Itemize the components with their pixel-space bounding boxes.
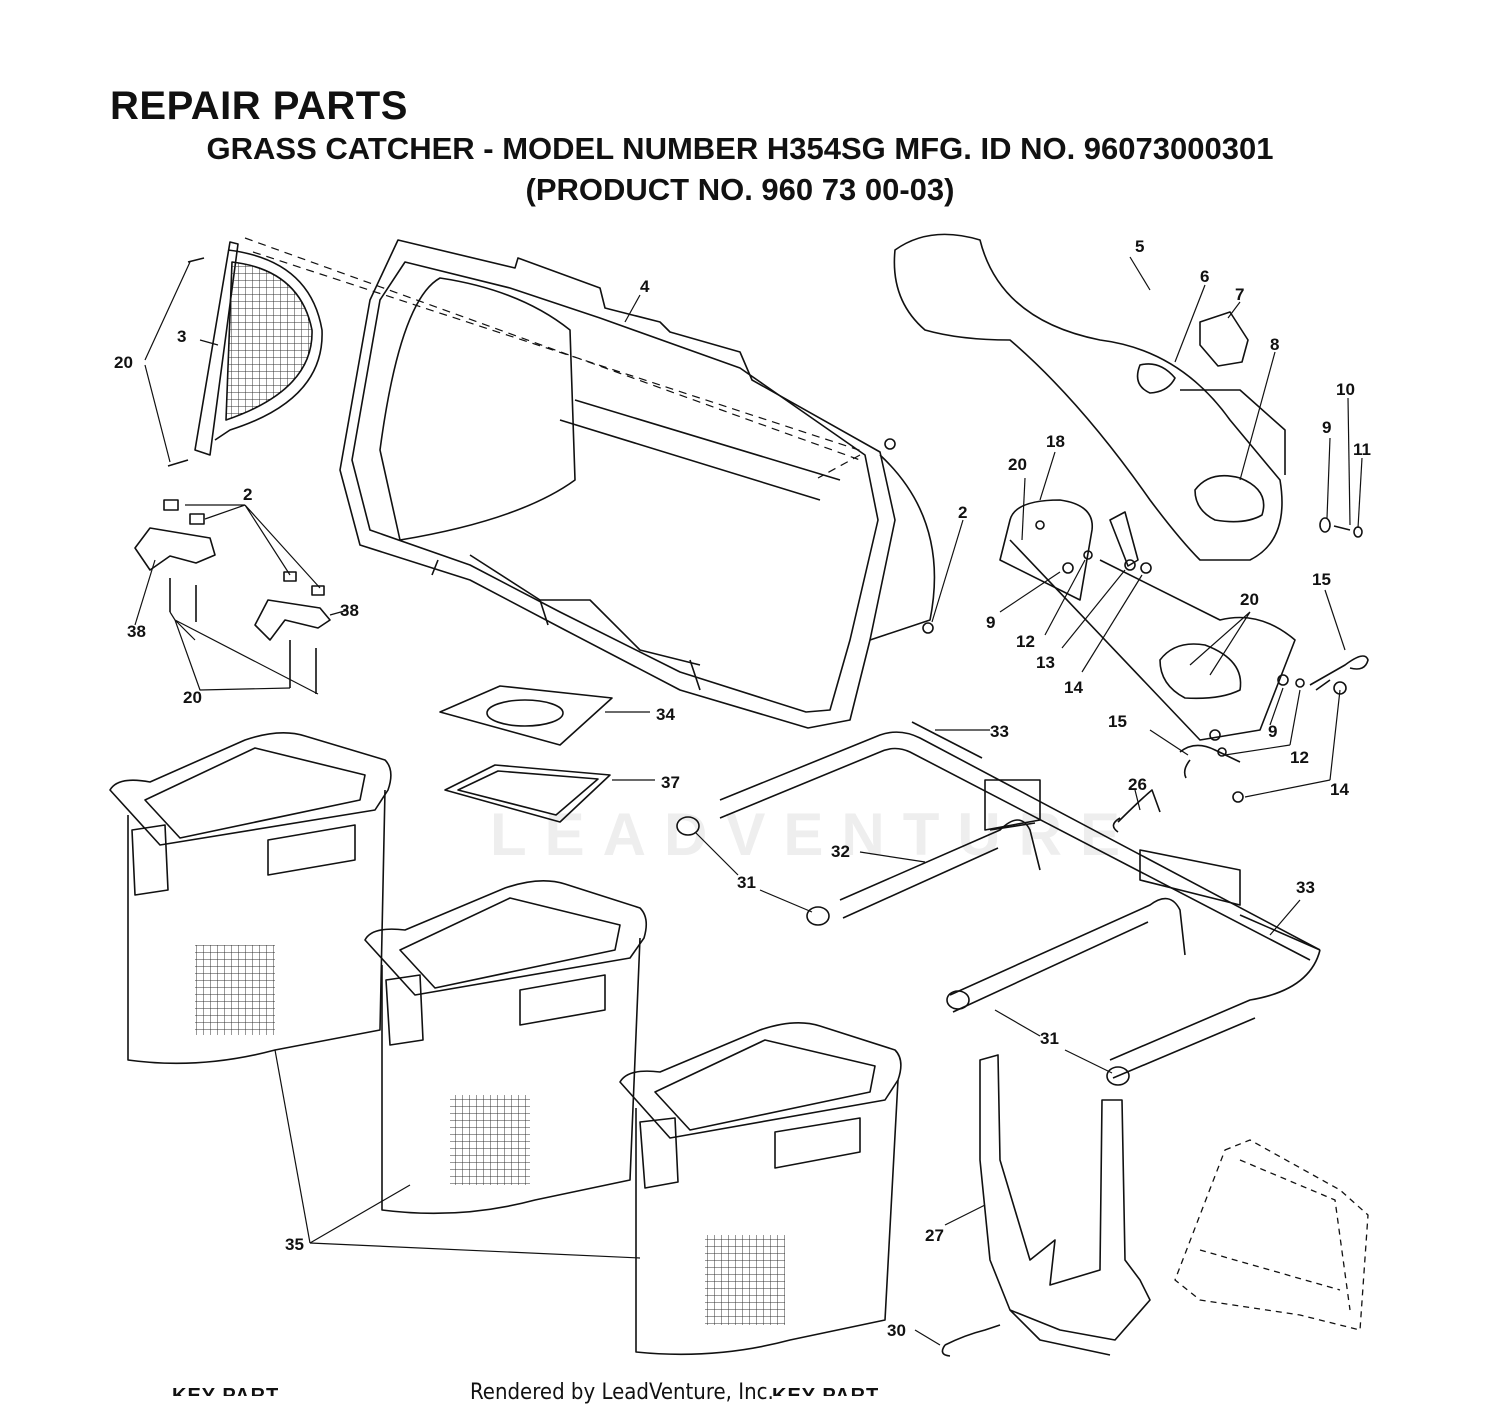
callout-31: 31 [1040,1029,1059,1048]
callout-12: 12 [1016,632,1035,651]
callout-9: 9 [1268,722,1277,741]
callout-14: 14 [1064,678,1083,697]
gasket-part-8 [1194,474,1265,523]
latch-part-7 [1199,311,1249,367]
callout-4: 4 [640,277,650,296]
callout-14: 14 [1330,780,1349,799]
callout-20: 20 [1240,590,1259,609]
page-title: REPAIR PARTS [110,84,408,128]
callout-12: 12 [1290,748,1309,767]
callout-13: 13 [1036,653,1055,672]
bracket-part-27 [979,1054,1151,1356]
callout-8: 8 [1270,335,1279,354]
callout-2: 2 [958,503,967,522]
callout-20: 20 [114,353,133,372]
page-subtitle-product: (PRODUCT NO. 960 73 00-03) [525,172,955,207]
mount-plates-part-38 [134,499,331,694]
hood-part-4 [339,239,936,729]
callout-38: 38 [127,622,146,641]
callout-15: 15 [1108,712,1127,731]
callout-labels: 20 3 4 5 6 7 8 10 9 11 18 20 2 2 9 12 13… [114,237,1371,1340]
footer-rendered-by: Rendered by LeadVenture, Inc. [470,1380,774,1405]
frame-part-32-33 [719,721,1321,1079]
callout-33: 33 [990,722,1009,741]
chute-tube-part-5 [893,233,1286,561]
callout-5: 5 [1135,237,1144,256]
bag-part-35-middle [364,880,648,1215]
callout-3: 3 [177,327,186,346]
bag-part-35-right [619,1022,902,1356]
callout-20: 20 [183,688,202,707]
page-subtitle-model: GRASS CATCHER - MODEL NUMBER H354SG MFG.… [206,131,1274,166]
watermark-text: LEADVENTURE [490,801,1139,868]
callout-6: 6 [1200,267,1209,286]
callout-30: 30 [887,1321,906,1340]
callout-11: 11 [1353,440,1371,459]
callout-9: 9 [986,613,995,632]
callout-34: 34 [656,705,675,724]
callout-20: 20 [1008,455,1027,474]
callout-9: 9 [1322,418,1331,437]
callout-32: 32 [831,842,850,861]
reference-hood-outline [1174,1139,1369,1331]
adapter-part-18 [999,499,1296,741]
gasket-frame-part-37 [444,764,611,823]
callout-27: 27 [925,1226,944,1245]
side-screen-part-3 [167,241,323,467]
callout-26: 26 [1128,775,1147,794]
callout-38: 38 [340,601,359,620]
gasket-plate-part-34 [439,685,613,746]
callout-33: 33 [1296,878,1315,897]
callout-15: 15 [1312,570,1331,589]
decal-part-6 [1136,363,1176,394]
callout-7: 7 [1235,285,1244,304]
parts-table-header-left: KEY PART [172,1385,280,1396]
bag-part-35-left [109,732,392,1065]
callout-2: 2 [243,485,252,504]
callout-37: 37 [661,773,680,792]
callout-18: 18 [1046,432,1065,451]
callout-35: 35 [285,1235,304,1254]
callout-10: 10 [1336,380,1355,399]
callout-31: 31 [737,873,756,892]
parts-table-header-right: KEY PART [772,1385,880,1396]
